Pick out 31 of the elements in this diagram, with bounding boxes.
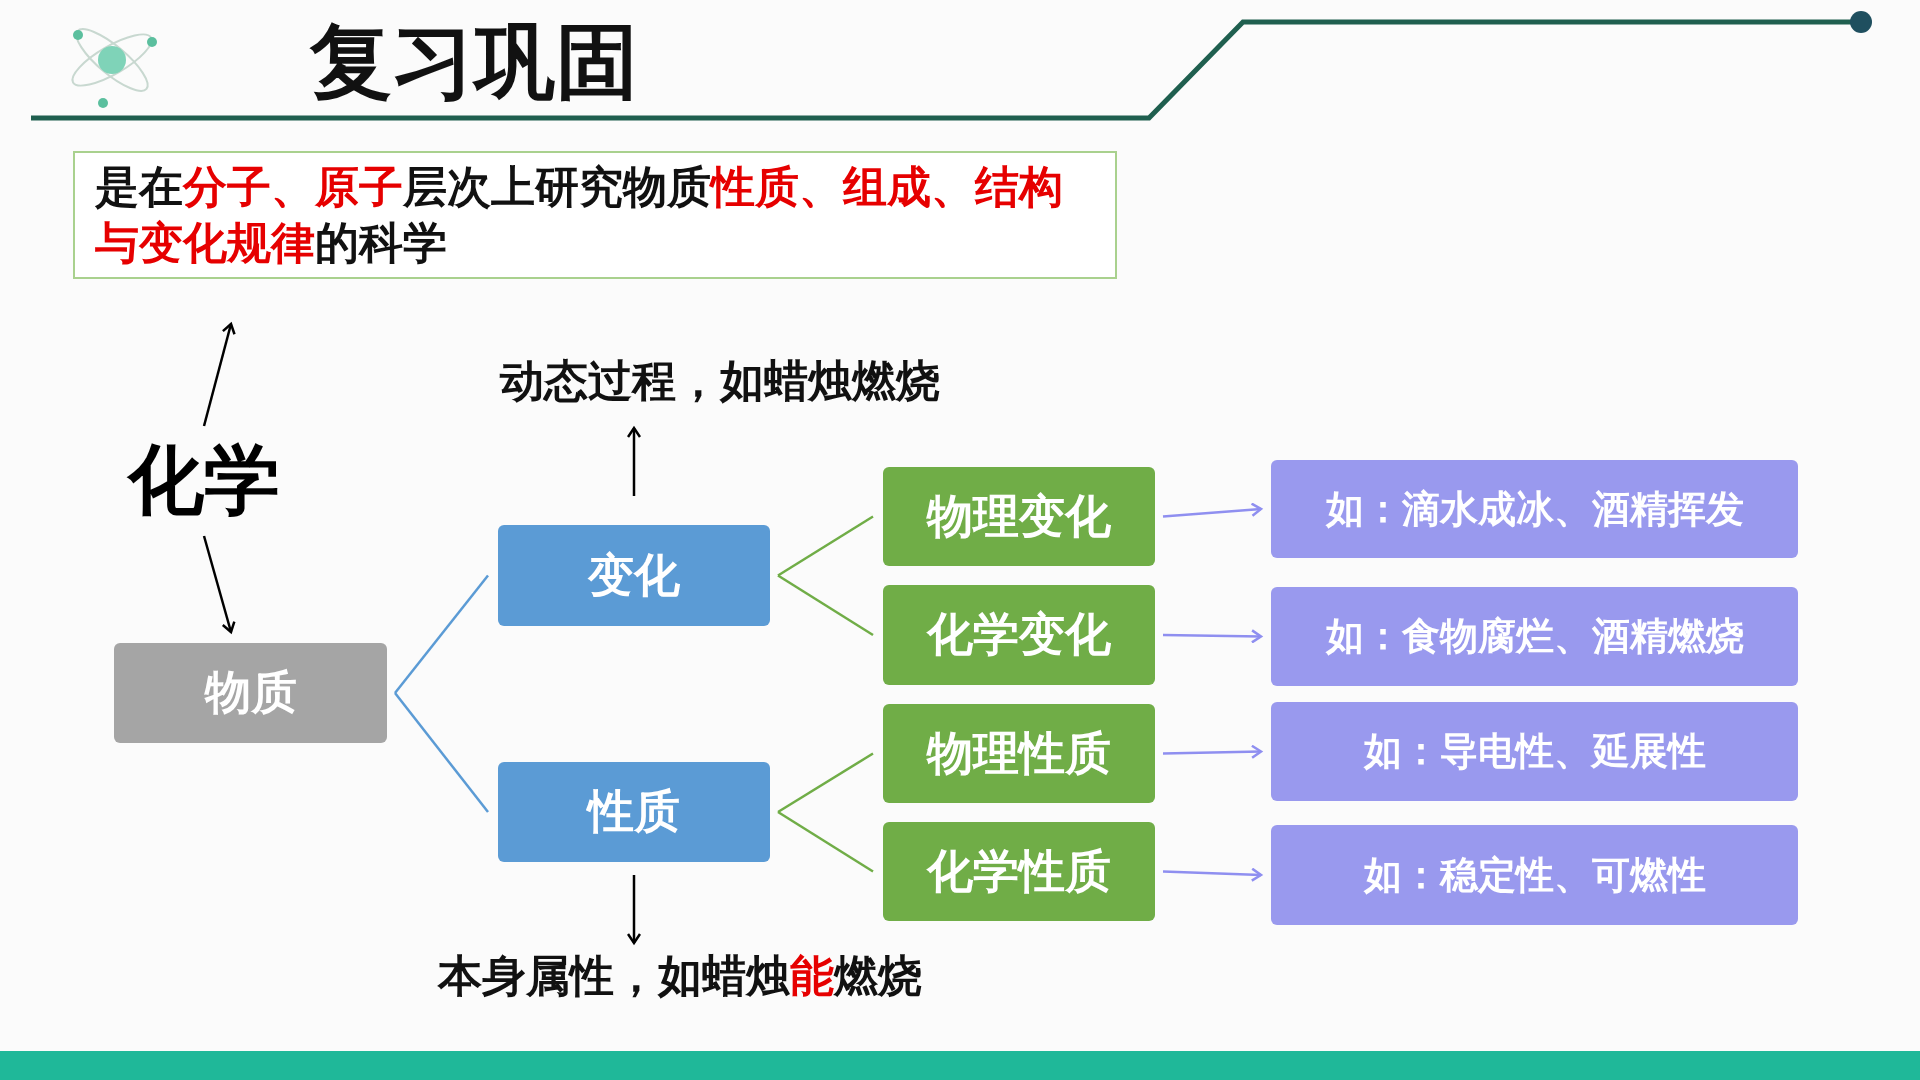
arrow <box>1162 502 1263 518</box>
note-text: 动态过程，如蜡烛燃烧 <box>500 353 940 408</box>
example-box: 如：稳定性、可燃性 <box>1271 825 1798 925</box>
connector-line <box>394 692 489 813</box>
arrow <box>626 426 642 496</box>
category-box: 物理性质 <box>883 704 1155 803</box>
connector-line <box>777 574 874 637</box>
arrow <box>202 322 236 427</box>
note-text: 本身属性，如蜡烛能燃烧 <box>438 948 922 1003</box>
category-box: 化学性质 <box>883 822 1155 921</box>
example-box: 如：食物腐烂、酒精燃烧 <box>1271 587 1798 686</box>
subject-label: 化学 <box>128 433 280 526</box>
title: 复习巩固 <box>310 13 638 111</box>
definition-box <box>73 151 1117 279</box>
example-box: 如：滴水成冰、酒精挥发 <box>1271 460 1798 558</box>
connector-line <box>777 752 874 814</box>
definition-text: 是在分子、原子层次上研究物质性质、组成、结构与变化规律的科学 <box>95 160 1064 270</box>
category-box: 化学变化 <box>883 585 1155 685</box>
connector-line <box>777 515 874 577</box>
arrow <box>626 875 642 945</box>
category-box: 性质 <box>498 762 770 862</box>
arrow <box>1162 629 1263 644</box>
category-box: 变化 <box>498 525 770 626</box>
arrow <box>1162 744 1263 759</box>
example-box: 如：导电性、延展性 <box>1271 702 1798 801</box>
concept-box: 物质 <box>114 643 387 743</box>
arrow <box>1162 867 1263 882</box>
arrow <box>202 535 236 634</box>
category-box: 物理变化 <box>883 467 1155 566</box>
connector-line <box>394 574 489 694</box>
connector-line <box>777 810 874 873</box>
